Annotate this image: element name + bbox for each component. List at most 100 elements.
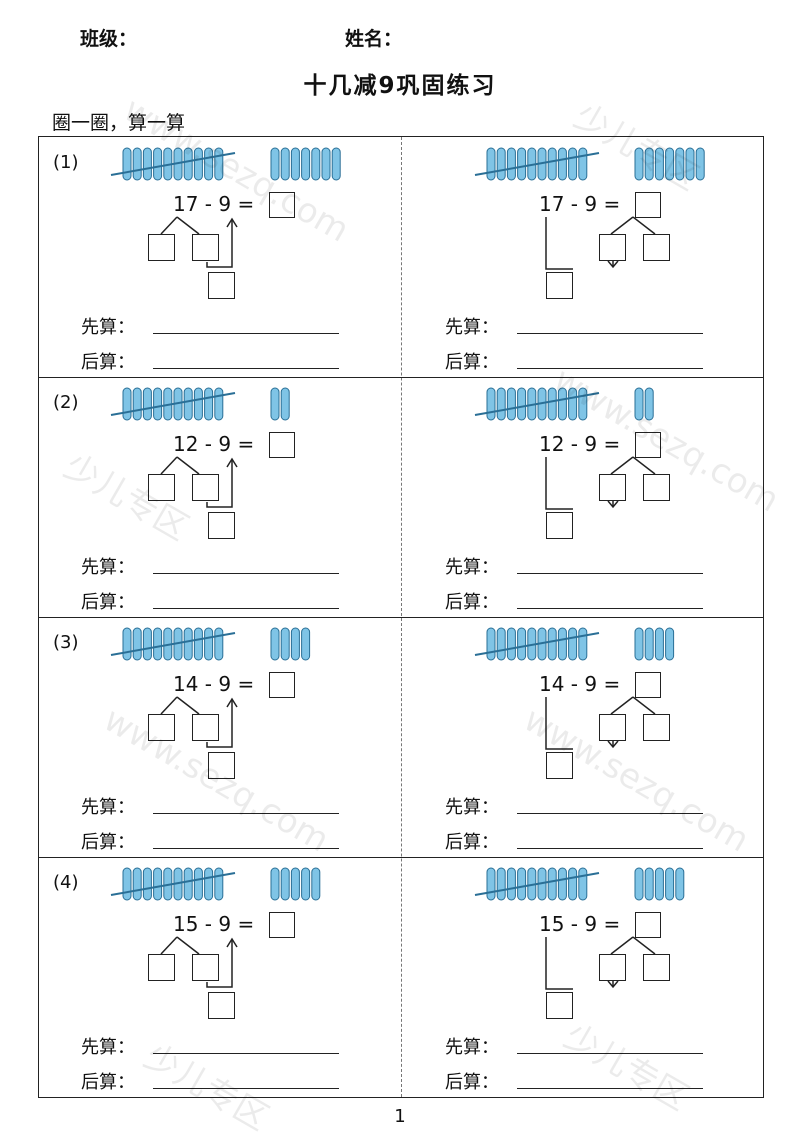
stick: [644, 627, 654, 661]
fill-in-box[interactable]: [546, 992, 573, 1019]
stick: [270, 387, 280, 421]
stick: [204, 147, 214, 181]
stick: [557, 627, 567, 661]
stick: [142, 387, 152, 421]
stick: [153, 387, 163, 421]
page-title: 十几减9巩固练习: [303, 73, 497, 99]
fill-in-box[interactable]: [546, 272, 573, 299]
stick: [301, 147, 311, 181]
stick: [142, 627, 152, 661]
problem-number: (2): [53, 392, 79, 413]
stick: [644, 387, 654, 421]
second-step-label: 后算：: [445, 592, 499, 613]
answer-box[interactable]: [269, 432, 295, 458]
answer-box[interactable]: [269, 192, 295, 218]
stick: [496, 867, 506, 901]
second-step-answer-line[interactable]: [153, 608, 339, 609]
first-step-answer-line[interactable]: [153, 573, 339, 574]
fill-in-box[interactable]: [599, 714, 626, 741]
fill-in-box[interactable]: [599, 234, 626, 261]
first-step-answer-line[interactable]: [153, 333, 339, 334]
fill-in-box[interactable]: [208, 752, 235, 779]
first-step-answer-line[interactable]: [153, 1053, 339, 1054]
stick: [142, 867, 152, 901]
first-step-label: 先算：: [445, 1037, 499, 1058]
stick: [496, 387, 506, 421]
stick: [290, 867, 300, 901]
first-step-answer-line[interactable]: [517, 1053, 703, 1054]
problem-cell-4-left: (4)15 - 9 =先算：后算：: [39, 857, 401, 1097]
stick: [568, 147, 578, 181]
stick: [654, 147, 664, 181]
first-step-label: 先算：: [81, 557, 135, 578]
stick: [634, 147, 644, 181]
first-step-answer-line[interactable]: [517, 573, 703, 574]
equation-text: 15 - 9 =: [173, 912, 255, 936]
second-step-answer-line[interactable]: [153, 848, 339, 849]
fill-in-box[interactable]: [208, 512, 235, 539]
problem-number: (4): [53, 872, 79, 893]
second-step-answer-line[interactable]: [517, 1088, 703, 1089]
fill-in-box[interactable]: [599, 474, 626, 501]
stick: [270, 627, 280, 661]
second-step-answer-line[interactable]: [517, 848, 703, 849]
answer-box[interactable]: [635, 672, 661, 698]
fill-in-box[interactable]: [148, 234, 175, 261]
second-step-answer-line[interactable]: [153, 368, 339, 369]
fill-in-box[interactable]: [192, 234, 219, 261]
problem-row-4: (4)15 - 9 =先算：后算：15 - 9 =先算：后算：: [39, 857, 763, 1097]
stick: [280, 387, 290, 421]
stick: [557, 147, 567, 181]
stick: [311, 147, 321, 181]
fill-in-box[interactable]: [148, 714, 175, 741]
second-step-answer-line[interactable]: [517, 608, 703, 609]
row-divider: [39, 857, 763, 858]
first-step-answer-line[interactable]: [153, 813, 339, 814]
answer-box[interactable]: [635, 432, 661, 458]
stick: [496, 147, 506, 181]
stick: [301, 867, 311, 901]
stick: [506, 627, 516, 661]
answer-box[interactable]: [635, 912, 661, 938]
answer-box[interactable]: [635, 192, 661, 218]
stick: [132, 627, 142, 661]
fill-in-box[interactable]: [643, 234, 670, 261]
fill-in-box[interactable]: [192, 714, 219, 741]
stick: [517, 867, 527, 901]
fill-in-box[interactable]: [192, 954, 219, 981]
stick: [568, 387, 578, 421]
first-step-label: 先算：: [81, 797, 135, 818]
answer-box[interactable]: [269, 912, 295, 938]
stick: [290, 147, 300, 181]
second-step-label: 后算：: [81, 592, 135, 613]
fill-in-box[interactable]: [208, 992, 235, 1019]
second-step-answer-line[interactable]: [153, 1088, 339, 1089]
fill-in-box[interactable]: [546, 512, 573, 539]
fill-in-box[interactable]: [643, 474, 670, 501]
stick: [634, 627, 644, 661]
fill-in-box[interactable]: [546, 752, 573, 779]
stick: [183, 147, 193, 181]
fill-in-box[interactable]: [208, 272, 235, 299]
second-step-answer-line[interactable]: [517, 368, 703, 369]
fill-in-box[interactable]: [643, 954, 670, 981]
stick: [517, 147, 527, 181]
fill-in-box[interactable]: [599, 954, 626, 981]
fill-in-box[interactable]: [148, 954, 175, 981]
stick: [654, 867, 664, 901]
stick: [183, 387, 193, 421]
answer-box[interactable]: [269, 672, 295, 698]
fill-in-box[interactable]: [148, 474, 175, 501]
fill-in-box[interactable]: [192, 474, 219, 501]
stick: [183, 627, 193, 661]
equation-text: 17 - 9 =: [173, 192, 255, 216]
name-label: 姓名：: [345, 28, 403, 50]
problem-row-1: (1)17 - 9 =先算：后算：17 - 9 =先算：后算：: [39, 137, 763, 377]
stick: [142, 147, 152, 181]
stick: [301, 627, 311, 661]
first-step-answer-line[interactable]: [517, 813, 703, 814]
stick: [665, 867, 675, 901]
fill-in-box[interactable]: [643, 714, 670, 741]
first-step-label: 先算：: [445, 557, 499, 578]
first-step-answer-line[interactable]: [517, 333, 703, 334]
